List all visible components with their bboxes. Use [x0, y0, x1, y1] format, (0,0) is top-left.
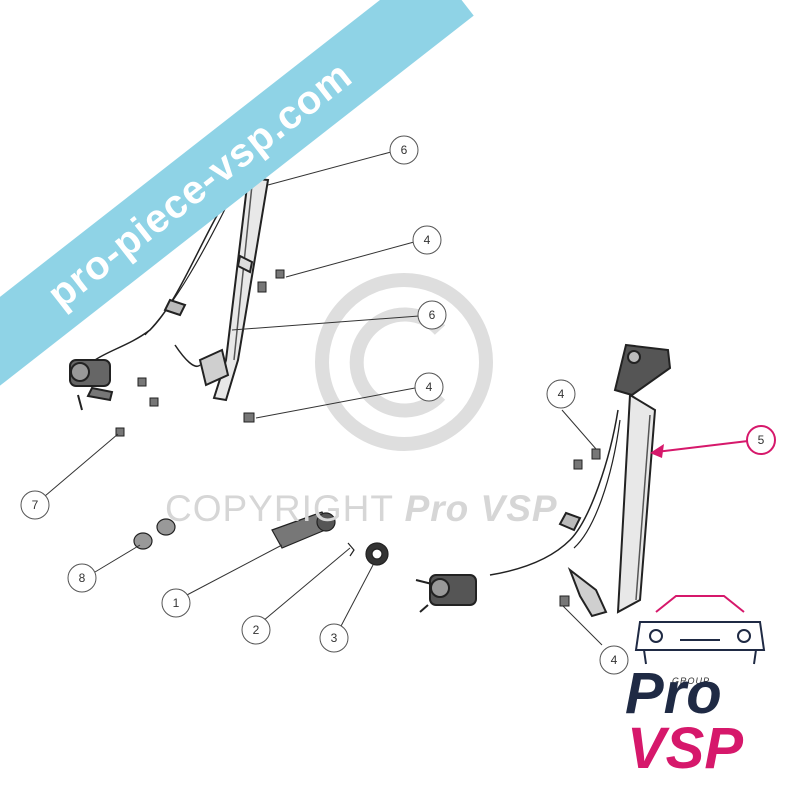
callout-5: 5: [746, 425, 776, 455]
callout-8: 8: [67, 563, 97, 593]
callout-number: 8: [79, 571, 86, 585]
right-window-regulator: [415, 343, 672, 618]
callout-2: 2: [241, 615, 271, 645]
callout-number: 4: [424, 233, 431, 247]
left-window-regulator: [69, 176, 270, 411]
callout-number: 4: [558, 387, 565, 401]
callout-4-c: 4: [546, 379, 576, 409]
callout-4-b: 4: [414, 372, 444, 402]
small-loose-parts: [133, 511, 389, 566]
callout-6-mid: 6: [417, 300, 447, 330]
callout-number: 3: [331, 631, 338, 645]
watermark-prefix: COPYRIGHT: [165, 488, 394, 529]
callout-4-a: 4: [412, 225, 442, 255]
callout-number: 6: [429, 308, 436, 322]
logo-vsp-text: VSP: [627, 716, 744, 781]
copyright-watermark-symbol: [315, 273, 493, 451]
callout-number: 6: [401, 143, 408, 157]
callout-4-d: 4: [599, 645, 629, 675]
right-fasteners: [559, 448, 601, 607]
callout-number: 2: [253, 623, 260, 637]
callout-7: 7: [20, 490, 50, 520]
leader-lines: [44, 151, 603, 646]
callout-6-top: 6: [389, 135, 419, 165]
logo-group-label: GROUP: [672, 676, 711, 686]
car-logo-icon: [634, 595, 766, 665]
logo-pro-text: Pro: [625, 661, 722, 726]
callouts: 6 4 6 4 4 5 7 8 1 2 3 4: [20, 135, 776, 675]
callout-5-arrow: [650, 440, 749, 458]
left-fasteners: [115, 269, 285, 437]
callout-number: 7: [32, 498, 39, 512]
copyright-watermark: COPYRIGHT Pro VSP: [165, 488, 558, 530]
callout-number: 5: [758, 433, 765, 447]
callout-1: 1: [161, 588, 191, 618]
callout-3: 3: [319, 623, 349, 653]
callout-number: 4: [426, 380, 433, 394]
watermark-brand: Pro VSP: [404, 488, 558, 529]
callout-number: 1: [173, 596, 180, 610]
callout-number: 4: [611, 653, 618, 667]
